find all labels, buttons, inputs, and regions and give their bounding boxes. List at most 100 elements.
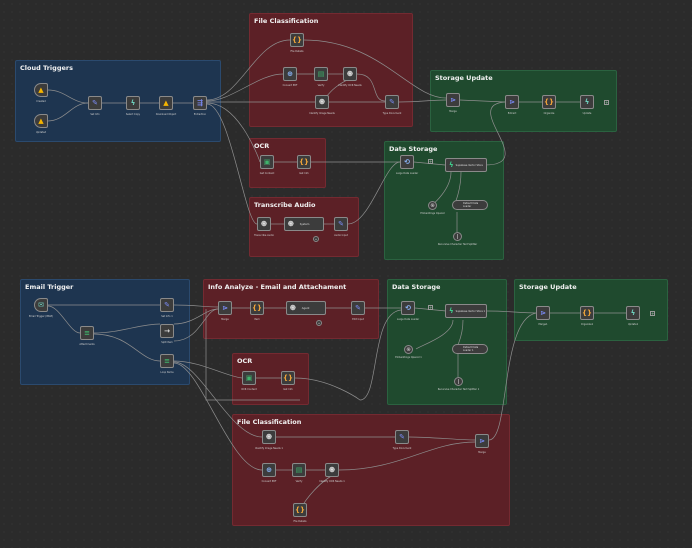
select-copy-node[interactable]: ϟ Select Copy: [126, 96, 140, 116]
agent-node[interactable]: ֍ Agent: [286, 301, 326, 315]
verify-node[interactable]: ▤ Verify: [314, 67, 328, 87]
default-data-loader-2-node[interactable]: Default Data Loader 1: [452, 344, 488, 354]
node-label: Verify: [317, 84, 325, 87]
update-node[interactable]: ϟ Update: [580, 95, 594, 115]
code-braces-icon: {}: [295, 506, 305, 514]
transcribe-audio-node[interactable]: ֍ Transcribe Audio: [254, 217, 274, 237]
node-label: Type Document: [392, 447, 412, 450]
supabase-icon: ϟ: [449, 161, 454, 169]
pencil-icon: ✎: [164, 301, 170, 309]
audio-input-node[interactable]: ✎ Audio Input: [334, 217, 348, 237]
embeddings-openai-2-node[interactable]: ֍ Embeddings OpenAI 1: [395, 345, 422, 359]
add-node-plus-icon[interactable]: +: [428, 305, 433, 310]
group-title: OCR: [254, 142, 270, 150]
set-info-node[interactable]: ✎ Set Info: [88, 96, 102, 116]
embeddings-openai-node[interactable]: ֍ Embeddings OpenAI: [420, 201, 445, 215]
node-label: Embeddings OpenAI: [420, 212, 445, 215]
node-label: Edit Input: [352, 318, 364, 321]
add-node-plus-icon[interactable]: +: [650, 311, 655, 316]
identify-image-node[interactable]: ֍ Identify Image Needs: [309, 95, 335, 115]
gdrive-updated-trigger[interactable]: ▲ Updated: [34, 114, 48, 134]
list-icon: ≡: [84, 329, 90, 337]
ai-spiral-icon: ֍: [266, 432, 272, 441]
ai-spiral-icon: ֍: [288, 219, 294, 228]
set-info-1-node[interactable]: ✎ Set Info 1: [160, 298, 174, 318]
node-label: Merge: [478, 451, 486, 454]
type-document-2-node[interactable]: ✎ Type Document: [393, 430, 411, 450]
group-data-storage-2[interactable]: Data Storage: [387, 279, 507, 405]
identify-ocr-2-node[interactable]: ֍ Identify OCR Needs 1: [319, 463, 345, 483]
merge-node[interactable]: ⋗ Merge: [446, 93, 460, 113]
large-data-loader-node[interactable]: ⟲ Large Data Loader: [396, 155, 418, 175]
split-item-node[interactable]: → Split Item: [160, 324, 174, 344]
extract-node[interactable]: ⋗ Extract: [505, 95, 519, 115]
node-label: Download Object: [155, 113, 177, 116]
group-title: OCR: [237, 357, 253, 365]
type-document-node[interactable]: ✎ Type Document: [383, 95, 401, 115]
bolt-icon: ϟ: [584, 98, 590, 106]
file-details-2-node[interactable]: {} File Details: [293, 503, 307, 523]
identify-ocr-node[interactable]: ֍ Identify OCR Needs: [338, 67, 362, 87]
sub-model-icon[interactable]: +: [313, 236, 319, 242]
ocr-content-node[interactable]: ▣ OCR Content: [241, 371, 257, 391]
get-content-node[interactable]: ▣ Get Content: [260, 155, 274, 175]
email-trigger-node[interactable]: ✉ Email Trigger (IMAP): [29, 298, 53, 318]
node-label: Agent: [301, 306, 310, 310]
ocr-get-info-node[interactable]: {} Get Info: [281, 371, 295, 391]
download-object-node[interactable]: ▲ Download Object: [156, 96, 176, 116]
merge-info-node[interactable]: ⋗ Merge: [218, 301, 232, 321]
google-drive-icon: ▲: [38, 117, 44, 125]
supabase-vector-store-node[interactable]: ϟ Supabase Vector Store: [445, 158, 487, 172]
node-label: Embeddings OpenAI 1: [395, 356, 422, 359]
verify-2-node[interactable]: ▤ Verify: [292, 463, 306, 483]
organize1-node[interactable]: {} Organize1: [580, 306, 594, 326]
system-agent-node[interactable]: ֍ System: [284, 217, 324, 231]
node-label: Identify Image Needs: [309, 112, 335, 115]
globe-icon: ⊕: [266, 466, 272, 474]
update1-node[interactable]: ϟ Update1: [626, 306, 640, 326]
node-label: Update1: [627, 323, 639, 326]
sheet-icon: ▤: [295, 466, 303, 474]
extraction-node[interactable]: ⇶ Extraction: [193, 96, 207, 116]
merge-fc2-node[interactable]: ⋗ Merge: [475, 434, 489, 454]
group-info-analyze[interactable]: Info Analyze - Email and Attachament: [203, 279, 379, 339]
node-label: Item: [254, 318, 260, 321]
group-title: Data Storage: [389, 145, 438, 153]
edit-input-node[interactable]: ✎ Edit Input: [351, 301, 365, 321]
group-title: File Classification: [237, 418, 302, 426]
merge-icon: ⋗: [222, 304, 228, 312]
identify-image-2-node[interactable]: ֍ Identify Image Needs 1: [255, 430, 283, 450]
convert-pdf-node[interactable]: ⊕ Convert PDF: [283, 67, 297, 87]
organize-node[interactable]: {} Organize: [542, 95, 556, 115]
loop-items-node[interactable]: ≡ Loop Items: [160, 354, 174, 374]
add-node-plus-icon[interactable]: +: [604, 100, 609, 105]
ai-spiral-icon: ֍: [319, 97, 325, 106]
node-label: Large Data Loader: [396, 318, 420, 321]
code-braces-icon: {}: [292, 36, 302, 44]
pencil-icon: ✎: [389, 98, 395, 106]
supabase-vector-store-2-node[interactable]: ϟ Supabase Vector Store 1: [445, 304, 487, 318]
default-data-loader-node[interactable]: Default Data Loader: [452, 200, 488, 210]
attachments-node[interactable]: ≡ Attachments: [79, 326, 95, 346]
merge1-node[interactable]: ⋗ Merge1: [536, 306, 550, 326]
large-data-loader-2-node[interactable]: ⟲ Large Data Loader: [397, 301, 419, 321]
group-cloud-triggers[interactable]: Cloud Triggers: [15, 60, 221, 142]
group-title: Storage Update: [519, 283, 577, 291]
item-node[interactable]: {} Item: [250, 301, 264, 321]
file-details-node[interactable]: {} File Details: [290, 33, 304, 53]
sub-model-icon[interactable]: +: [316, 320, 322, 326]
get-info-node[interactable]: {} Get Info: [297, 155, 311, 175]
add-node-plus-icon[interactable]: +: [428, 159, 433, 164]
node-label: Recursive Character Text Splitter 1: [437, 388, 480, 391]
google-drive-icon: ▲: [163, 99, 169, 107]
gdrive-created-trigger[interactable]: ▲ Created: [34, 83, 48, 103]
text-splitter-node[interactable]: ǀ Recursive Character Text Splitter: [438, 232, 477, 246]
text-splitter-2-node[interactable]: ǀ Recursive Character Text Splitter 1: [438, 377, 479, 391]
pencil-icon: ✎: [399, 433, 405, 441]
ai-spiral-icon: ֍: [290, 303, 296, 312]
node-label: Supabase Vector Store: [455, 163, 483, 167]
pencil-icon: ✎: [355, 304, 361, 312]
convert-pdf-2-node[interactable]: ⊕ Convert PDF: [262, 463, 276, 483]
